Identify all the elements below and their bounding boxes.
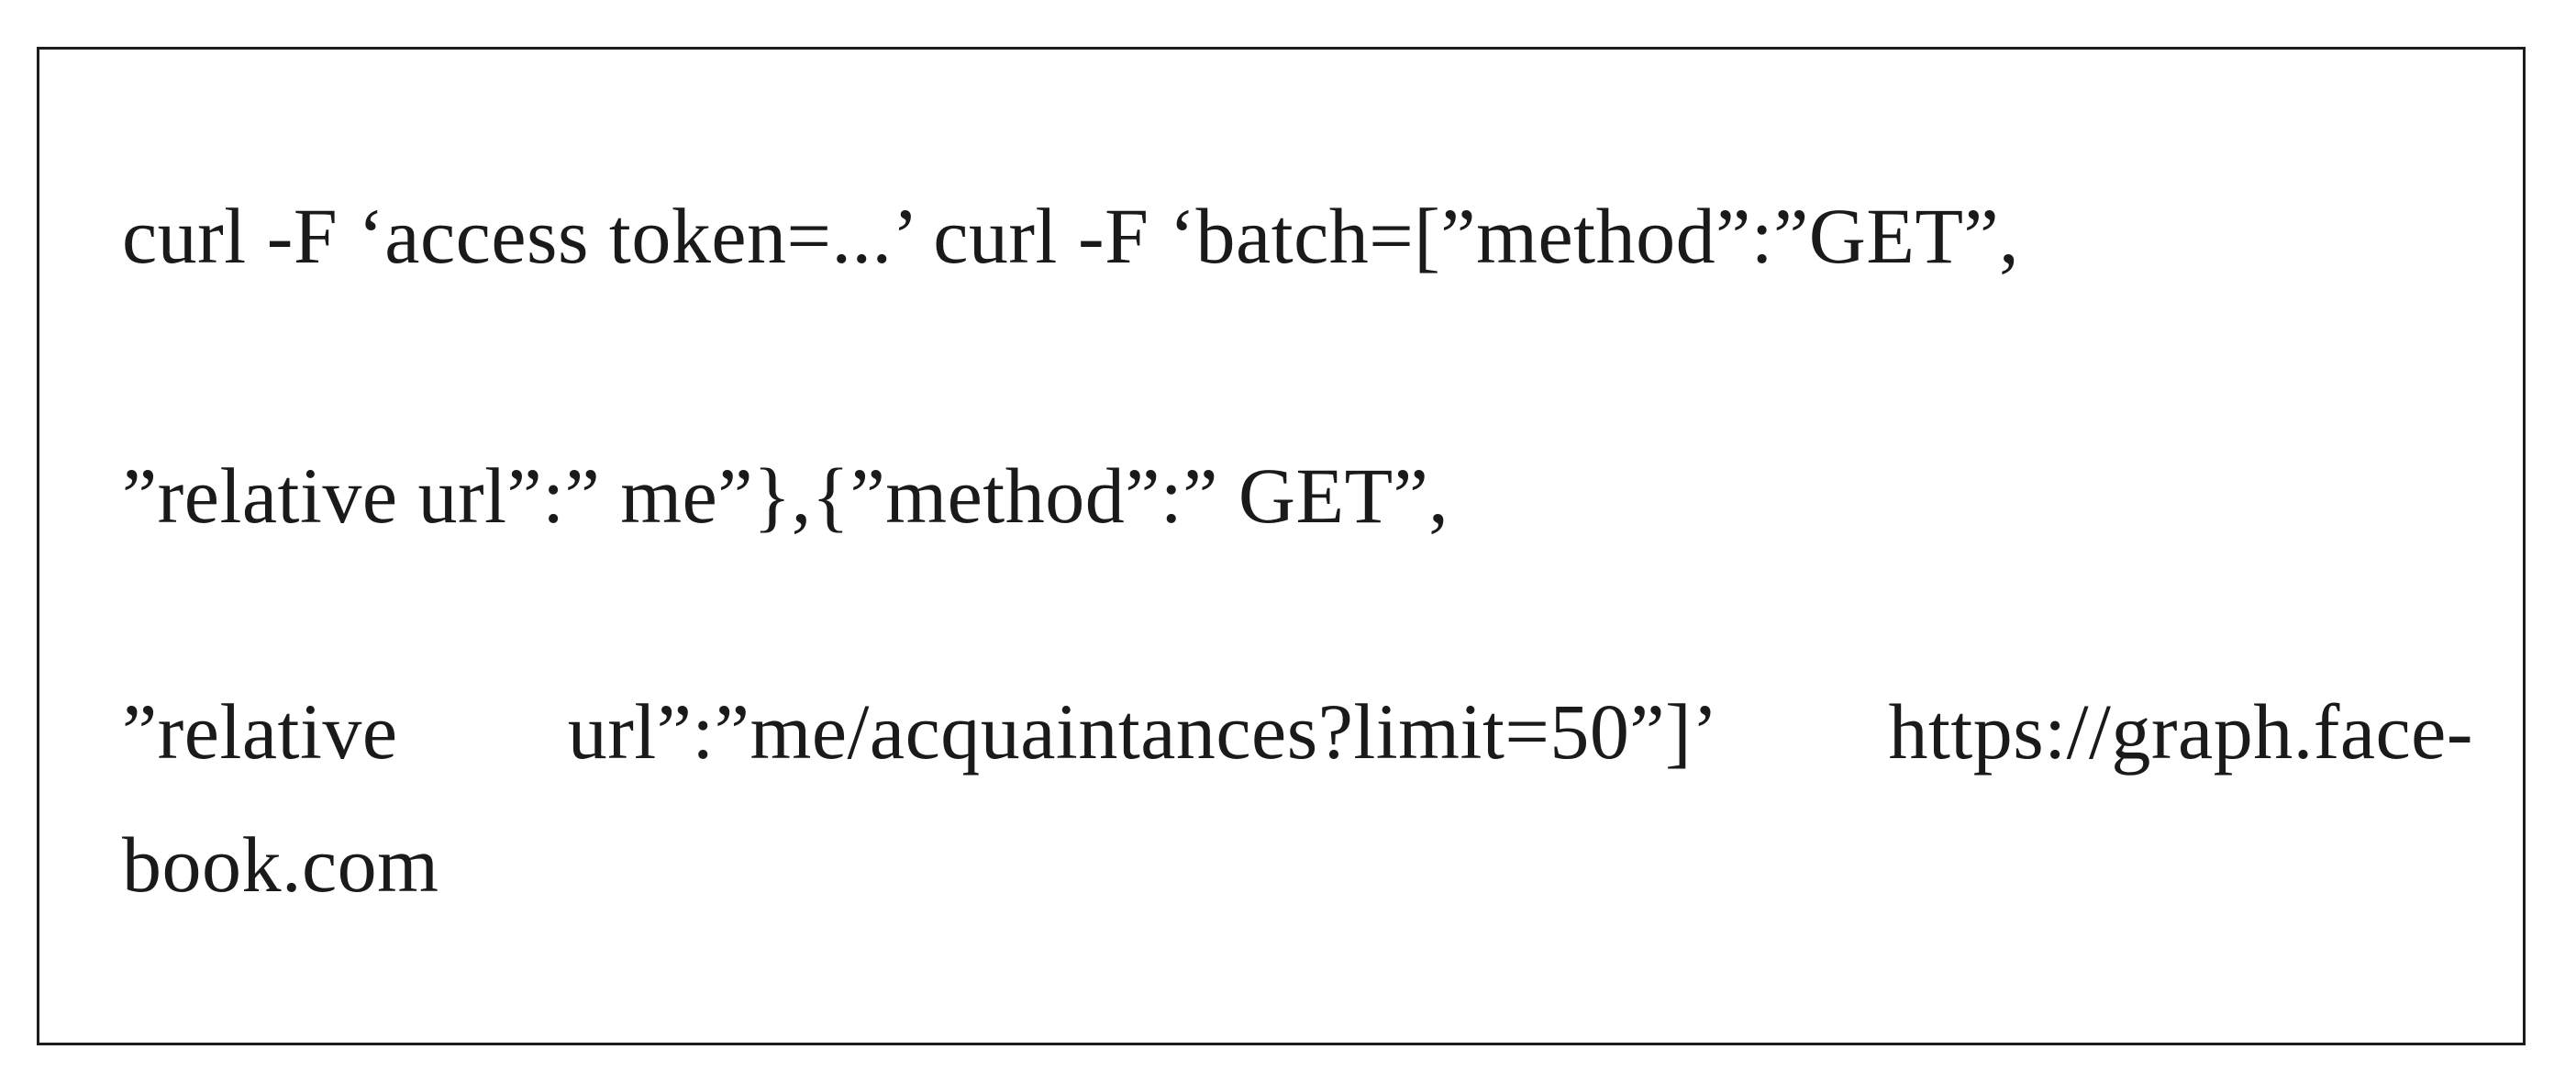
code-box-frame: curl -F ‘access token=...’ curl -F ‘batc… bbox=[37, 47, 2526, 1045]
code-line-3-segment-3: https://graph.face- bbox=[1888, 687, 2473, 776]
code-line-3-segment-1: ”relative bbox=[122, 687, 398, 776]
code-line-2: ”relative url”:” me”},{”method”:” GET”, bbox=[122, 452, 1449, 540]
code-line-1: curl -F ‘access token=...’ curl -F ‘batc… bbox=[122, 192, 2020, 280]
code-line-3-segment-2: url”:”me/acquaintances?limit=50”]’ bbox=[567, 687, 1719, 776]
code-block: curl -F ‘access token=...’ curl -F ‘batc… bbox=[39, 50, 2523, 1043]
code-line-3: ”relative url”:”me/acquaintances?limit=50… bbox=[122, 665, 2473, 798]
code-line-4: book.com bbox=[122, 821, 439, 909]
